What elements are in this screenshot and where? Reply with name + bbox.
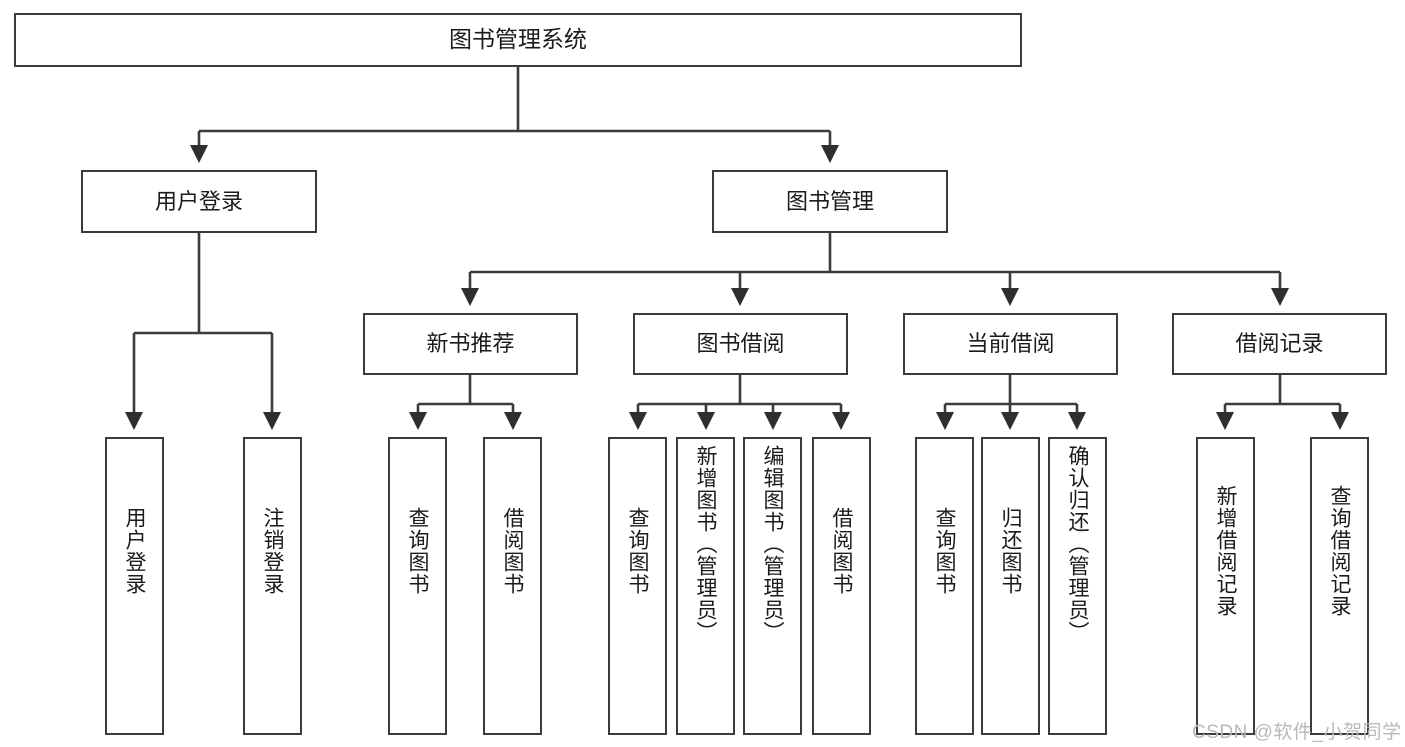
leaf-confirm-return-admin[interactable]: 确认归还（管理员） xyxy=(1048,437,1107,735)
node-label: 图书管理 xyxy=(785,188,874,214)
node-label: 用户登录 xyxy=(154,188,243,214)
node-label: 查询图书 xyxy=(933,507,956,595)
leaf-return-book[interactable]: 归还图书 xyxy=(981,437,1040,735)
leaf-edit-book-admin[interactable]: 编辑图书（管理员） xyxy=(743,437,802,735)
node-label: 借阅图书 xyxy=(830,507,853,595)
leaf-borrow-book-recommend[interactable]: 借阅图书 xyxy=(483,437,542,735)
node-root-book-management-system[interactable]: 图书管理系统 xyxy=(14,13,1022,67)
node-label: 查询借阅记录 xyxy=(1328,485,1351,617)
node-label: 注销登录 xyxy=(261,507,284,595)
node-label: 图书借阅 xyxy=(696,331,785,357)
node-book-borrow[interactable]: 图书借阅 xyxy=(633,313,848,375)
leaf-borrow-book-borrow[interactable]: 借阅图书 xyxy=(812,437,871,735)
node-label: 编辑图书（管理员） xyxy=(761,445,784,643)
node-borrow-record[interactable]: 借阅记录 xyxy=(1172,313,1387,375)
node-book-management[interactable]: 图书管理 xyxy=(712,170,948,233)
node-label: 新书推荐 xyxy=(426,331,515,357)
leaf-query-book-borrow[interactable]: 查询图书 xyxy=(608,437,667,735)
node-label: 归还图书 xyxy=(999,507,1022,595)
node-user-login[interactable]: 用户登录 xyxy=(81,170,317,233)
node-current-borrow[interactable]: 当前借阅 xyxy=(903,313,1118,375)
node-label: 用户登录 xyxy=(123,507,146,595)
node-label: 新增借阅记录 xyxy=(1214,485,1237,617)
node-new-book-recommend[interactable]: 新书推荐 xyxy=(363,313,578,375)
leaf-add-borrow-record[interactable]: 新增借阅记录 xyxy=(1196,437,1255,735)
node-label: 新增图书（管理员） xyxy=(694,445,717,643)
csdn-watermark: CSDN @软件_小贺同学 xyxy=(1192,722,1402,743)
node-label: 查询图书 xyxy=(406,507,429,595)
node-label: 借阅记录 xyxy=(1235,331,1324,357)
leaf-logout-login[interactable]: 注销登录 xyxy=(243,437,302,735)
node-label: 图书管理系统 xyxy=(449,26,587,53)
node-label: 查询图书 xyxy=(626,507,649,595)
node-label: 确认归还（管理员） xyxy=(1066,445,1089,643)
leaf-add-book-admin[interactable]: 新增图书（管理员） xyxy=(676,437,735,735)
leaf-query-book-current[interactable]: 查询图书 xyxy=(915,437,974,735)
node-label: 借阅图书 xyxy=(501,507,524,595)
leaf-query-borrow-record[interactable]: 查询借阅记录 xyxy=(1310,437,1369,735)
node-label: 当前借阅 xyxy=(966,331,1055,357)
leaf-query-book-recommend[interactable]: 查询图书 xyxy=(388,437,447,735)
leaf-user-login[interactable]: 用户登录 xyxy=(105,437,164,735)
